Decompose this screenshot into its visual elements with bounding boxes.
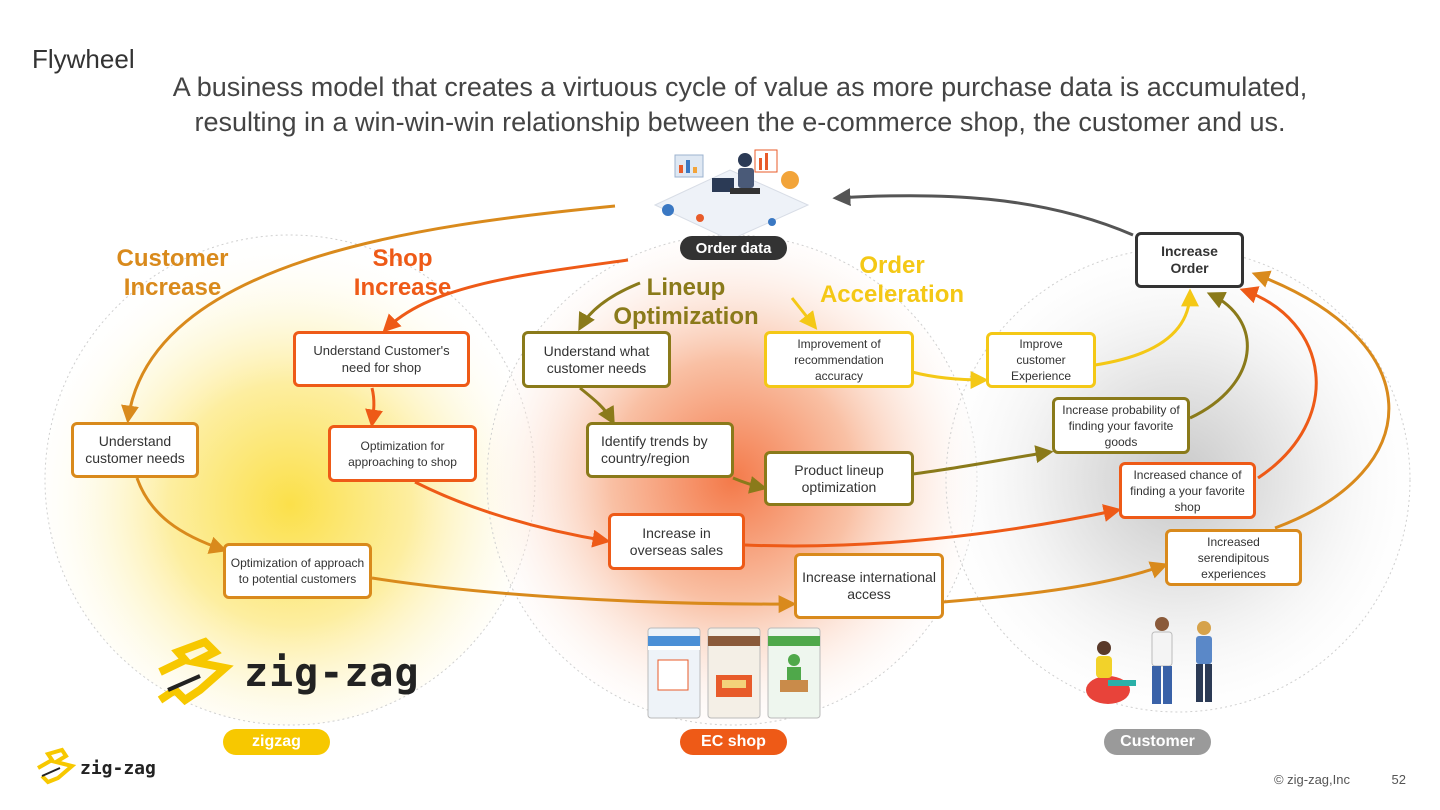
order-data-label: Order data [680,236,787,260]
arrow-trends-to-lineup [732,476,768,494]
box-improvement-recommendation-accuracy: Improvement of recommendation accuracy [764,331,914,388]
zigzag-logo-mark-small [37,747,77,785]
arrow-to-recommendation [790,297,818,330]
circle-label-customer: Customer [1104,729,1211,755]
arrow-potential-to-international [371,576,797,614]
ec-shop-illustration [647,627,821,719]
box-increase-order: Increase Order [1135,232,1244,288]
arrow-experience-to-order [1094,288,1199,367]
box-increase-probability-favorite-goods: Increase probability of finding your fav… [1052,397,1190,454]
order-data-illustration [653,149,810,241]
subtitle: A business model that creates a virtuous… [172,72,1308,137]
arrow-order-to-order-data [832,188,1134,237]
arrow-recommendation-to-experience [911,370,989,389]
zigzag-logo-mark-large [157,637,234,706]
arrow-lineup-to-probability [912,445,1054,476]
arrow-chance-to-order [1239,286,1318,480]
box-understand-customer-needs: Understand customer needs [71,422,199,478]
arrow-needs-to-optimization-potential [135,477,228,554]
arrow-shop-opt-to-overseas [414,480,611,548]
customers-illustration [1086,617,1212,704]
box-understand-customers-need-for-shop: Understand Customer's need for shop [293,331,470,387]
circle-label-ec-shop: EC shop [680,729,787,755]
box-increased-chance-favorite-shop: Increased chance of finding a your favor… [1119,462,1256,519]
heading-order-acceleration: Order Acceleration [819,252,965,308]
arrow-international-to-serendipitous [942,561,1169,604]
heading-customer-increase: Customer Increase [116,245,229,301]
box-increased-serendipitous-experiences: Increased serendipitous experiences [1165,529,1302,586]
circle-label-zigzag: zigzag [223,729,330,755]
box-increase-international-access: Increase international access [794,553,944,619]
slide-label: Flywheel [32,44,135,74]
zigzag-logo-text-small: zig-zag [80,758,156,779]
arrow-order-data-to-understand-needs [121,204,616,424]
box-increase-overseas-sales: Increase in overseas sales [608,513,745,570]
arrow-probability-to-order [1189,292,1249,420]
zigzag-logo-text-large: zig-zag [244,650,420,696]
box-product-lineup-optimization: Product lineup optimization [764,451,914,506]
heading-shop-increase: Shop Increase [353,245,452,301]
arrow-what-needs-to-trends [579,386,615,426]
box-improve-customer-experience: Improve customer Experience [986,332,1096,388]
box-identify-trends: Identify trends by country/region [586,422,734,478]
arrow-serendipitous-to-order [1251,270,1391,530]
box-optimization-potential-customers: Optimization of approach to potential cu… [223,543,372,599]
box-understand-what-customer-needs: Understand what customer needs [522,331,671,388]
box-optimization-approaching-shop: Optimization for approaching to shop [328,425,477,482]
arrow-overseas-to-chance [744,504,1122,548]
arrow-shop-needs-to-optimization-shop [365,387,383,428]
footer-copyright: © zig-zag,Inc [1273,772,1350,787]
heading-lineup-optimization: Lineup Optimization [613,274,759,330]
arrow-order-data-to-what-needs [578,281,641,332]
footer-page-number: 52 [1391,772,1406,787]
arrow-order-data-to-shop-needs [382,258,629,333]
